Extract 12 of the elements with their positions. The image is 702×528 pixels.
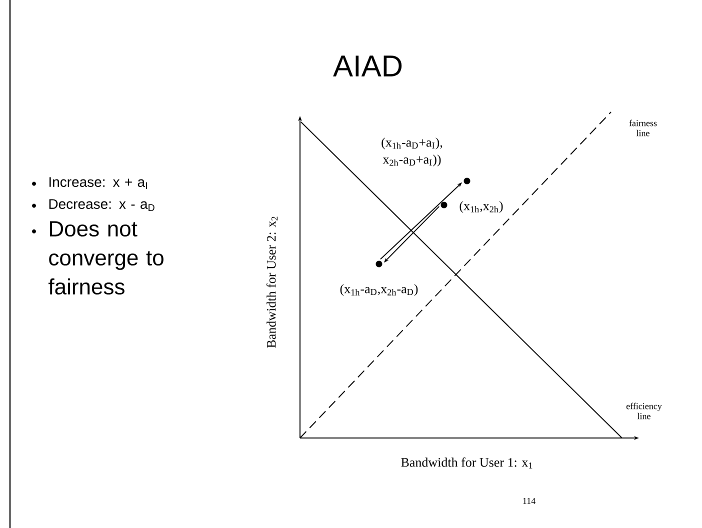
bullet-text: Increase: x + a$_{I}$: [49, 177, 147, 189]
bullet-text: Does not converge to fairness: [48, 221, 164, 295]
axis-label: Bandwidth for User 2: x$_{2}$: [266, 216, 278, 348]
line-label: efficiency line: [626, 402, 662, 420]
bullet-text: Decrease: x - a$_{D}$: [49, 199, 154, 211]
axis-label: Bandwidth for User 1: x$_{1}$: [401, 457, 532, 469]
point-label: (x$_{1h}$-a$_{D}$,x$_{2h}$-a$_{D}$): [340, 284, 418, 296]
point-label: (x$_{1h}$-a$_{D}$+a$_{I}$), x$_{2h}$-a$_{D}$+a$_{I}$)): [382, 138, 442, 166]
page-number: 114: [523, 498, 536, 504]
slide-title: AIAD: [333, 56, 402, 76]
line-label: fairness line: [629, 120, 657, 136]
point-label: (x$_{1h}$,x$_{2h}$): [460, 201, 503, 213]
